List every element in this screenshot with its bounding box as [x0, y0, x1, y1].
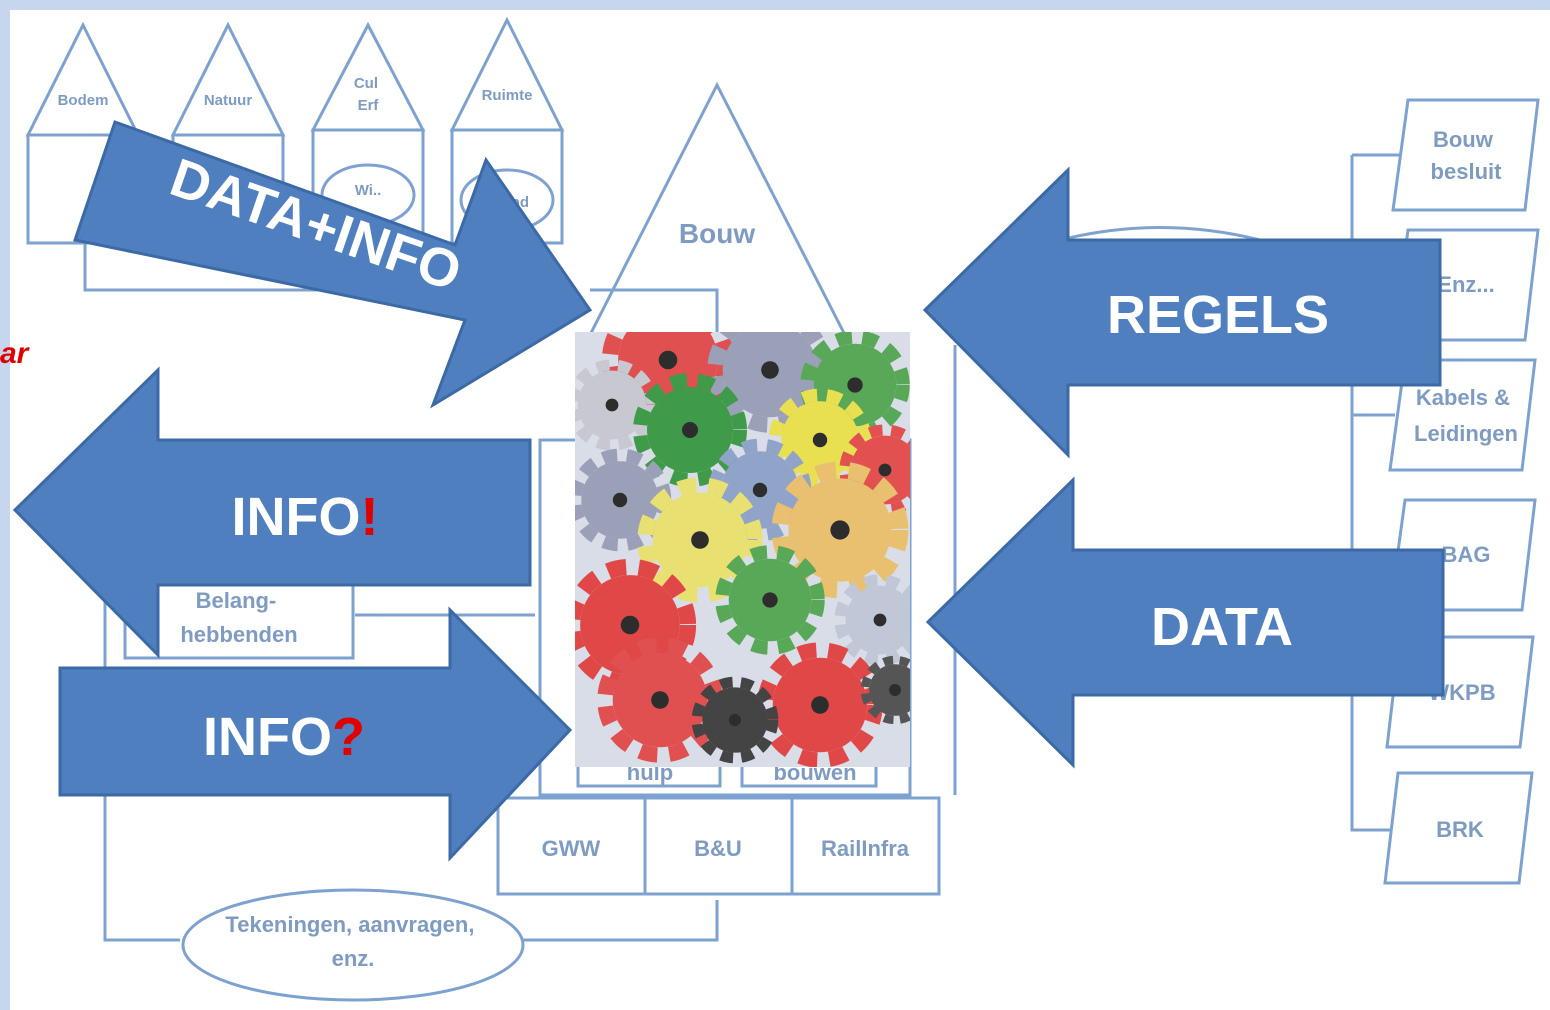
right-box-kabels-line-1: Kabels &: [1416, 385, 1510, 410]
house-3-fragment: Wi..: [355, 182, 382, 199]
gear-icon: [860, 655, 910, 725]
right-box-bouwbesluit-line-2: besluit: [1431, 159, 1503, 184]
arrow-info-excl-text: INFO: [232, 487, 361, 547]
gear-icon: [691, 676, 779, 764]
gear-icon: [715, 545, 825, 655]
gear-icon: [597, 637, 723, 763]
house-label-cul-line-1: Cul: [354, 75, 378, 92]
gear-icon: [834, 574, 910, 666]
gear-icon: [637, 477, 763, 603]
bouw-roof-curve: [1059, 226, 1261, 242]
arrow-data-label: DATA: [1151, 597, 1293, 657]
drawings-ellipse-line-1: Tekeningen, aanvragen,: [225, 912, 474, 937]
house-label-bodem: Bodem: [58, 92, 109, 109]
arrow-info-question-label: INFO?: [203, 707, 365, 767]
gear-icon: [757, 642, 883, 767]
svg-text:Bouw besluit: Bouw besluit: [1431, 127, 1503, 184]
arrow-data: DATA: [925, 476, 1445, 769]
svg-text:Kabels & Leidingen: Kabels & Leidingen: [1414, 385, 1518, 446]
gear-icon: [771, 461, 909, 599]
house-label-cul-line-2: Erf: [358, 97, 380, 114]
arrow-regels-label: REGELS: [1107, 285, 1329, 345]
connector-houses: [83, 240, 380, 292]
side-text-fragment: ar: [0, 337, 31, 370]
bottom-box-bu-label: B&U: [694, 836, 742, 861]
drawings-ellipse: [181, 888, 525, 1002]
bottom-box-railinfra: [790, 796, 941, 896]
right-box-enz-label: Enz...: [1437, 272, 1494, 297]
stakeholders-label-line-1: Belang-: [196, 588, 277, 613]
arrow-info-excl: INFO!: [12, 366, 532, 659]
right-box-kabels-line-2: Leidingen: [1414, 421, 1518, 446]
top-frame-bar: [0, 0, 1550, 10]
right-box-kabels: Kabels & Leidingen: [1388, 358, 1537, 472]
right-box-brk-label: BRK: [1436, 817, 1484, 842]
house-label-ruimte: Ruimte: [482, 87, 533, 104]
right-box-bouwbesluit: Bouw besluit: [1391, 98, 1540, 212]
bottom-box-railinfra-label: RailInfra: [821, 836, 910, 861]
gear-icon: [633, 373, 747, 487]
connector-ellipse: [520, 900, 719, 942]
bottom-box-gww-label: GWW: [542, 836, 601, 861]
house-label-cul-erf: Cul Erf: [354, 75, 382, 114]
right-box-bouwbesluit-line-1: Bouw: [1433, 127, 1494, 152]
arrow-info-excl-mark: !: [361, 487, 379, 547]
bouw-inner-line: [590, 288, 719, 335]
arrow-info-question-mark: ?: [332, 707, 365, 767]
bouw-label: Bouw: [679, 218, 755, 249]
arrow-info-question: INFO?: [58, 606, 573, 862]
gear-icon: [575, 359, 658, 451]
drawings-ellipse-label: Tekeningen, aanvragen, enz.: [225, 912, 480, 971]
gears-picture: [575, 332, 910, 767]
arrow-info-question-text: INFO: [203, 707, 332, 767]
drawings-ellipse-line-2: enz.: [332, 946, 375, 971]
bottom-box-bu: [643, 796, 794, 896]
stakeholders-box: [123, 576, 355, 660]
stakeholders-label: Belang- hebbenden: [180, 588, 297, 647]
house-label-natuur: Natuur: [204, 92, 252, 109]
arrow-info-excl-label: INFO!: [232, 487, 379, 547]
arrow-regels: REGELS: [922, 166, 1442, 459]
right-box-brk: BRK: [1383, 771, 1534, 885]
right-box-bag-label: BAG: [1442, 542, 1491, 567]
left-frame-bar: [0, 0, 10, 1010]
stakeholders-label-line-2: hebbenden: [180, 622, 297, 647]
